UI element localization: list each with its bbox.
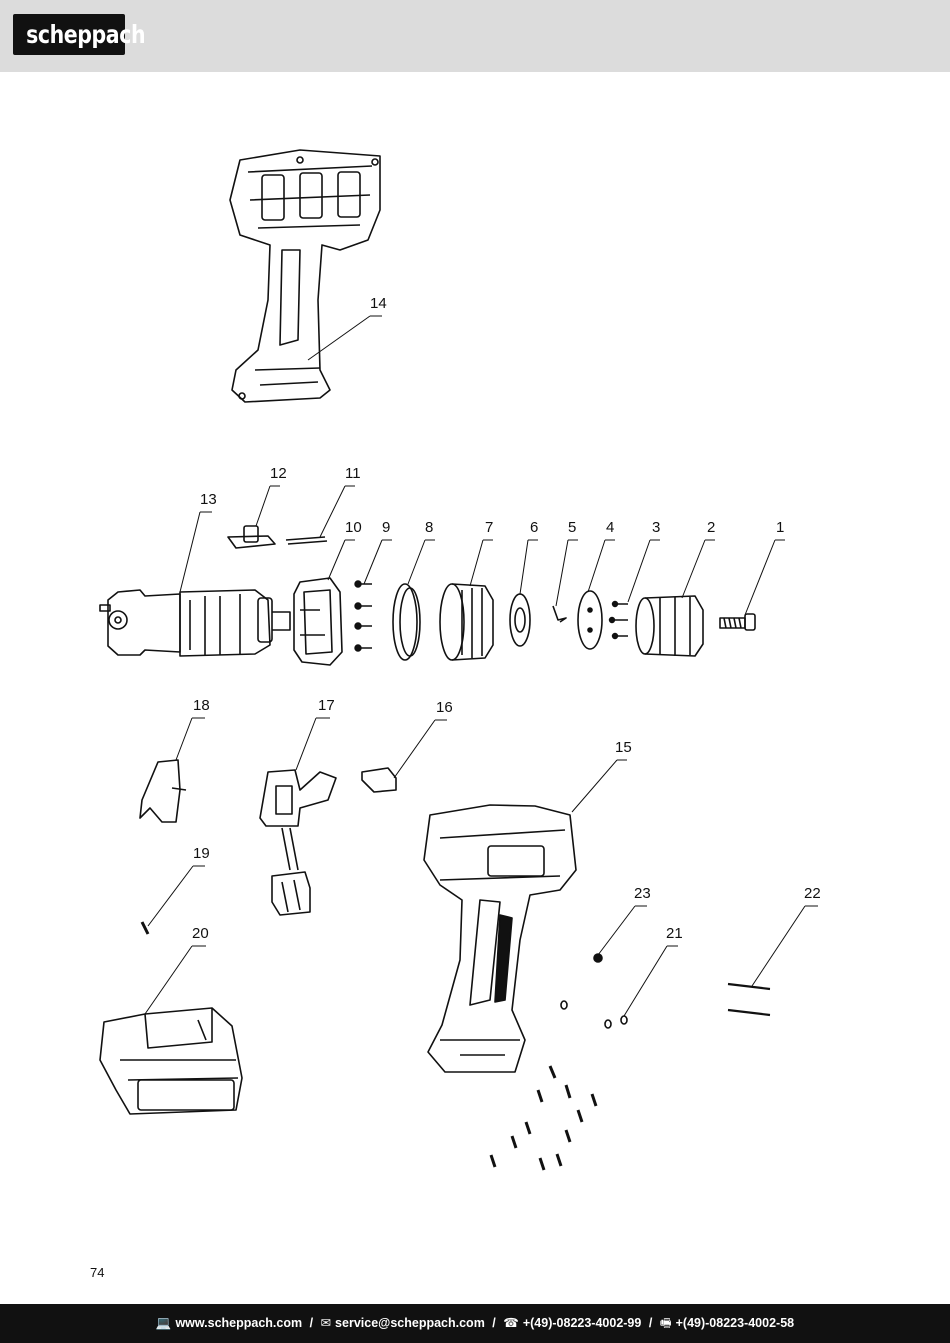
- part-6-clutch-ring: [509, 593, 531, 647]
- label-part-20: 20: [192, 925, 209, 942]
- footer-bar: 💻www.scheppach.com / ✉service@scheppach.…: [0, 1304, 950, 1343]
- footer-email[interactable]: service@scheppach.com: [335, 1316, 485, 1330]
- label-part-12: 12: [270, 465, 287, 482]
- label-part-19: 19: [193, 845, 210, 862]
- label-part-18: 18: [193, 697, 210, 714]
- part-15-housing-assembled: [423, 804, 577, 1073]
- label-part-10: 10: [345, 519, 362, 536]
- part-19-screw: [140, 921, 150, 935]
- part-2-chuck: [635, 595, 704, 657]
- label-part-15: 15: [615, 739, 632, 756]
- part-18-lever: [139, 759, 187, 823]
- label-part-22: 22: [804, 885, 821, 902]
- footer-fax: +(49)-08223-4002-58: [675, 1316, 795, 1330]
- leader-lines: [144, 315, 818, 1017]
- part-3-screws: [608, 600, 628, 640]
- exploded-parts-diagram: 1 2 3 4 5 6 7 8 9 10 11 12 13 14 15 16 1…: [99, 149, 821, 1171]
- part-7-torque-collar: [439, 583, 494, 661]
- page-number: 74: [90, 1265, 105, 1280]
- phone-icon: ☎: [503, 1316, 519, 1330]
- part-21-rings: [560, 1000, 628, 1029]
- label-part-1: 1: [776, 519, 784, 536]
- label-part-8: 8: [425, 519, 433, 536]
- part-10-gear-housing: [293, 577, 343, 666]
- part-labels: 1 2 3 4 5 6 7 8 9 10 11 12 13 14 15 16 1…: [192, 295, 821, 942]
- part-16-led-holder: [361, 767, 397, 793]
- label-part-4: 4: [606, 519, 614, 536]
- part-14-housing-half: [229, 149, 381, 403]
- part-12-slide-switch: [227, 525, 276, 549]
- label-part-9: 9: [382, 519, 390, 536]
- label-part-21: 21: [666, 925, 683, 942]
- label-part-16: 16: [436, 699, 453, 716]
- part-22-pins: [727, 982, 771, 1017]
- footer-separator: /: [309, 1316, 314, 1330]
- footer-website[interactable]: www.scheppach.com: [175, 1316, 303, 1330]
- label-part-5: 5: [568, 519, 576, 536]
- part-4-washer: [577, 590, 603, 650]
- part-8-ring: [392, 583, 421, 661]
- label-part-23: 23: [634, 885, 651, 902]
- housing-screws: [489, 1065, 598, 1171]
- label-part-7: 7: [485, 519, 493, 536]
- mail-icon: ✉: [320, 1316, 332, 1330]
- header-bar: scheppach: [0, 0, 950, 72]
- part-1-chuck-screw: [719, 613, 756, 631]
- scheppach-logo: scheppach: [13, 14, 146, 55]
- part-23-nut: [593, 953, 603, 963]
- label-part-17: 17: [318, 697, 335, 714]
- footer-separator: /: [648, 1316, 653, 1330]
- label-part-2: 2: [707, 519, 715, 536]
- computer-icon: 💻: [155, 1316, 172, 1330]
- label-part-3: 3: [652, 519, 660, 536]
- part-20-battery: [99, 1007, 243, 1115]
- footer-phone: +(49)-08223-4002-99: [522, 1316, 642, 1330]
- label-part-14: 14: [370, 295, 387, 312]
- footer-separator: /: [492, 1316, 496, 1330]
- part-17-trigger-switch: [259, 769, 337, 916]
- part-5-spring-clip: [552, 605, 567, 623]
- part-13-motor: [99, 589, 291, 657]
- part-11-pin: [285, 536, 328, 545]
- label-part-13: 13: [200, 491, 217, 508]
- fax-icon: 🖷: [659, 1316, 672, 1330]
- label-part-6: 6: [530, 519, 538, 536]
- part-9-screws: [354, 580, 372, 652]
- label-part-11: 11: [345, 465, 361, 482]
